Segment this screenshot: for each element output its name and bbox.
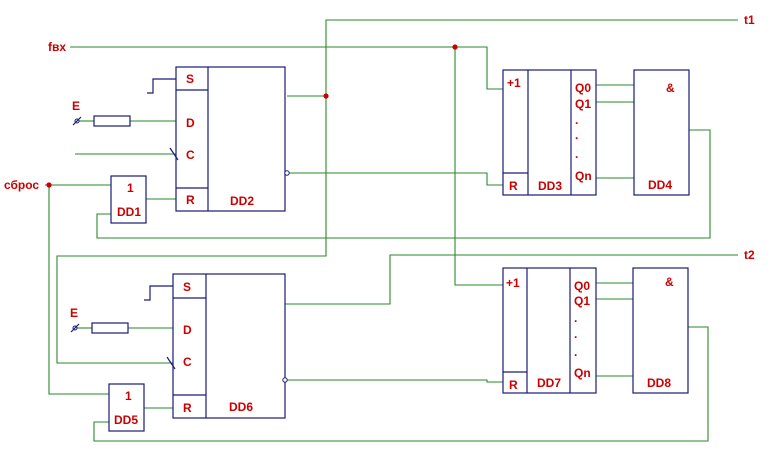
dd7-qn-label: Qn [574,366,591,380]
wire-reset-dd5 [48,185,109,395]
block-dd5: 1 DD5 [108,383,145,432]
wire-t2 [285,254,738,305]
dd3-plus-label: +1 [507,76,521,90]
dd4-name: DD4 [648,178,672,192]
dd6-s-label: S [183,280,191,294]
dd1-box [110,175,147,224]
dd7-q0-label: Q0 [574,279,590,293]
wire-dd8-feedback [93,326,709,442]
signal-reset-label: сброс [4,178,39,192]
dd6-d-label: D [183,323,192,337]
dd6-name: DD6 [229,400,253,414]
block-dd8: & DD8 [632,267,689,394]
block-dd7: +1 R Q0 Q1 . . . Qn DD7 [502,267,597,394]
resistor-bottom [91,322,129,334]
e-source-top [72,115,131,127]
dd2-clock-mark [169,147,179,161]
junction-dot-dd2-q [323,93,329,99]
dd3-dot-2: . [575,128,578,142]
wire-dd4-feedback [96,129,711,239]
wire-fvx-main [70,46,503,90]
signal-t2-label: t2 [744,248,755,262]
dd6-c-label: C [183,355,192,369]
dd5-name: DD5 [114,413,138,427]
e-terminal-slash-bottom [70,323,80,333]
dd2-c-label: C [186,148,195,162]
dd7-q1-label: Q1 [574,294,590,308]
dd5-func: 1 [125,389,132,403]
block-dd6: S D C R DD6 [144,273,288,419]
dd5-box [108,383,145,432]
dd3-r-label: R [509,179,518,193]
signal-t1-label: t1 [744,13,755,27]
dd7-box [502,267,597,394]
dd2-name: DD2 [230,194,254,208]
dd6-r-label: R [183,401,192,415]
dd6-inv-out [282,377,288,383]
dd4-func: & [666,81,675,95]
dd2-d-label: D [186,116,195,130]
dd7-r-label: R [509,378,518,392]
dd3-dot-1: . [575,113,578,127]
dd3-dot-3: . [575,147,578,161]
block-dd1: 1 DD1 [110,175,147,224]
dd6-clock-mark [166,356,176,370]
e-source-bottom [70,322,129,334]
dd6-box [172,273,286,419]
wire-dd2-nq-to-dd3-r [287,172,503,186]
dd2-s-stub [147,78,176,94]
dd1-func: 1 [127,181,134,195]
dd2-s-label: S [186,72,194,86]
dd2-r-label: R [186,193,195,207]
wire-fvx-to-dd7 [454,47,503,286]
dd3-name: DD3 [538,179,562,193]
dd7-plus-label: +1 [506,276,520,290]
e-terminal-slash-top [72,116,82,126]
wires [45,19,738,442]
wire-dd6-nq-to-dd7-r [285,379,503,383]
wire-t1 [56,19,738,364]
dd3-q1-label: Q1 [575,97,591,111]
junction-dot-reset [46,182,52,188]
dd2-box [175,66,286,212]
dd1-name: DD1 [117,205,141,219]
dd7-dot-3: . [574,345,577,359]
dd7-dot-2: . [574,327,577,341]
block-dd3: +1 R Q0 Q1 . . . Qn DD3 [502,69,597,196]
dd7-name: DD7 [537,376,561,390]
dd3-q0-label: Q0 [575,81,591,95]
dd6-s-stub [144,285,173,301]
dd4-box [633,69,690,196]
resistor-top [93,115,131,127]
dd2-inv-out [284,170,290,176]
block-dd4: & DD4 [633,69,690,196]
dd8-name: DD8 [647,376,671,390]
dd8-func: & [665,275,674,289]
signal-fvx-label: fвх [48,40,66,54]
signal-e-bottom-label: E [70,306,78,320]
dd3-box [502,69,597,196]
block-dd2: S D C R DD2 [147,66,290,212]
dd3-qn-label: Qn [575,169,592,183]
dd7-dot-1: . [574,311,577,325]
dd8-box [632,267,689,394]
signal-e-top-label: E [72,99,80,113]
junction-dot-fvx [452,44,458,50]
